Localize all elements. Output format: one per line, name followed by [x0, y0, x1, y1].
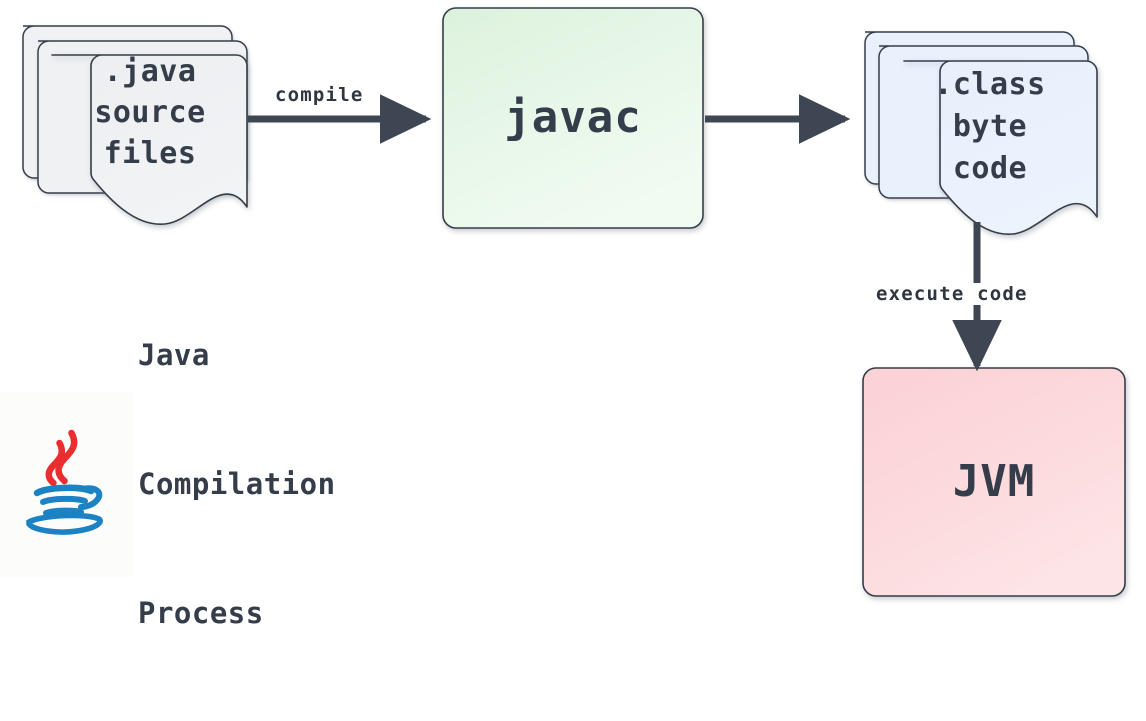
caption-line-1: Java — [138, 338, 210, 372]
diagram-canvas — [22, 7, 1126, 597]
source-files-card-front — [51, 54, 248, 225]
caption-line-3: Process — [138, 596, 264, 630]
caption-text: Java Compilation Process — [138, 248, 336, 721]
node-javac[interactable] — [442, 7, 704, 229]
node-source-files[interactable] — [22, 25, 248, 225]
java-logo-icon — [25, 429, 103, 535]
node-jvm[interactable] — [862, 367, 1126, 597]
class-card-front — [903, 60, 1098, 235]
diagram-caption: Java Compilation Process — [0, 338, 420, 630]
java-logo-plate — [0, 392, 133, 577]
jvm-box — [862, 367, 1126, 597]
node-class-bytecode[interactable] — [864, 31, 1098, 235]
javac-box — [442, 7, 704, 229]
caption-line-2: Compilation — [138, 467, 336, 501]
